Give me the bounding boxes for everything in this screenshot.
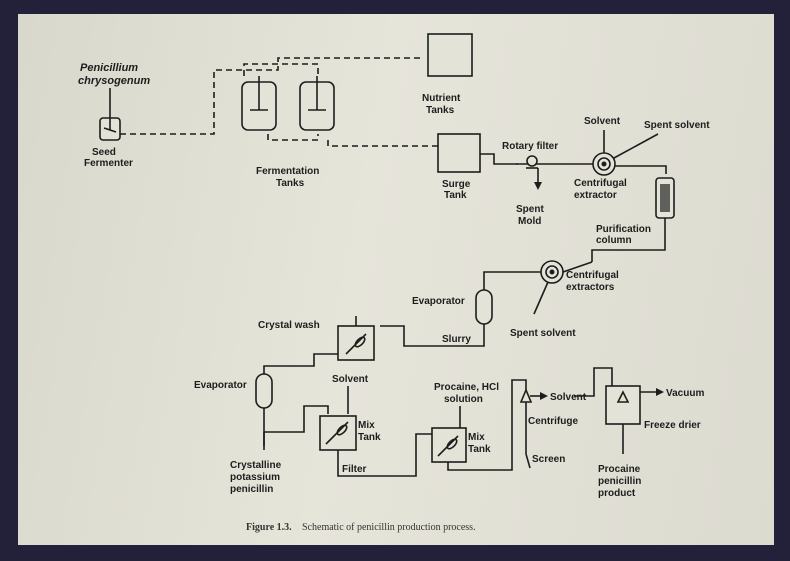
vacuum-label: Vacuum — [666, 388, 704, 399]
surge-tank — [437, 133, 481, 173]
seed-fermenter — [99, 112, 121, 141]
solvent-3-label: Solvent — [550, 392, 587, 403]
crystalline-line3: penicillin — [230, 484, 273, 495]
procaine-line1: Procaine, HCl — [434, 382, 499, 393]
purification-column — [655, 177, 675, 219]
centrifugal-extractor — [592, 152, 616, 176]
fermentation-tank-1 — [241, 76, 277, 131]
rotary-filter-label: Rotary filter — [502, 141, 558, 152]
figure-label: Figure 1.3. — [246, 522, 292, 533]
procaine-product-line3: product — [598, 488, 636, 499]
nutrient-tank — [427, 33, 473, 77]
mix-tank-1-line2: Tank — [358, 432, 381, 443]
procaine-product-line1: Procaine — [598, 464, 641, 475]
solvent-2-label: Solvent — [332, 374, 369, 385]
seed-fermenter-line2: Fermenter — [84, 158, 133, 169]
organism-line1: Penicillium — [80, 62, 138, 74]
centrifuge-label: Centrifuge — [528, 416, 578, 427]
mix-tank-2 — [431, 427, 467, 463]
nutrient-tanks-line2: Tanks — [426, 105, 455, 116]
evaporator-1 — [475, 289, 493, 336]
fermentation-tank-2 — [299, 76, 335, 131]
crystalline-line1: Crystalline — [230, 460, 282, 471]
mix-tank-2-line1: Mix — [468, 432, 485, 443]
seed-fermenter-line1: Seed — [92, 147, 116, 158]
centrifugal-extractor-line1: Centrifugal — [574, 178, 627, 189]
mix-tank-2-line2: Tank — [468, 444, 491, 455]
process-diagram: Penicillium chrysogenum Seed Fermenter F… — [78, 33, 710, 533]
centrifugal-extractors-line1: Centrifugal — [566, 270, 619, 281]
figure-caption: Schematic of penicillin production proce… — [302, 522, 476, 533]
spent-mold-line1: Spent — [516, 204, 544, 215]
purification-column-line2: column — [596, 235, 632, 246]
organism-line2: chrysogenum — [78, 75, 150, 87]
freeze-drier — [605, 385, 641, 425]
spent-solvent-2: Spent solvent — [510, 328, 576, 339]
evaporator-2-label: Evaporator — [194, 380, 247, 391]
procaine-product-line2: penicillin — [598, 476, 641, 487]
centrifugal-extractors — [540, 260, 564, 284]
slurry-label: Slurry — [442, 334, 471, 345]
solvent-top: Solvent — [584, 116, 621, 127]
nutrient-tanks-line1: Nutrient — [422, 93, 461, 104]
centrifugal-extractor-line2: extractor — [574, 190, 617, 201]
surge-tank-line1: Surge — [442, 179, 471, 190]
filter-label: Filter — [342, 464, 367, 475]
book-page: Penicillium chrysogenum Seed Fermenter F… — [18, 14, 774, 545]
rotary-filter — [516, 155, 546, 169]
procaine-line2: solution — [444, 394, 483, 405]
mix-tank-1 — [319, 415, 357, 451]
crystalline-line2: potassium — [230, 472, 280, 483]
evaporator-1-label: Evaporator — [412, 296, 465, 307]
screen-label: Screen — [532, 454, 565, 465]
surge-tank-line2: Tank — [444, 190, 467, 201]
centrifuge — [519, 387, 533, 410]
spent-mold-line2: Mold — [518, 216, 541, 227]
fermentation-tanks-line1: Fermentation — [256, 166, 319, 177]
evaporator-2 — [255, 373, 273, 450]
fermentation-tanks-line2: Tanks — [276, 178, 305, 189]
purification-column-line1: Purification — [596, 224, 651, 235]
mix-tank-1-line1: Mix — [358, 420, 375, 431]
centrifugal-extractors-line2: extractors — [566, 282, 615, 293]
crystal-wash-tank — [337, 325, 375, 361]
crystal-wash-label: Crystal wash — [258, 320, 320, 331]
freeze-drier-label: Freeze drier — [644, 420, 701, 431]
spent-solvent-top: Spent solvent — [644, 120, 710, 131]
